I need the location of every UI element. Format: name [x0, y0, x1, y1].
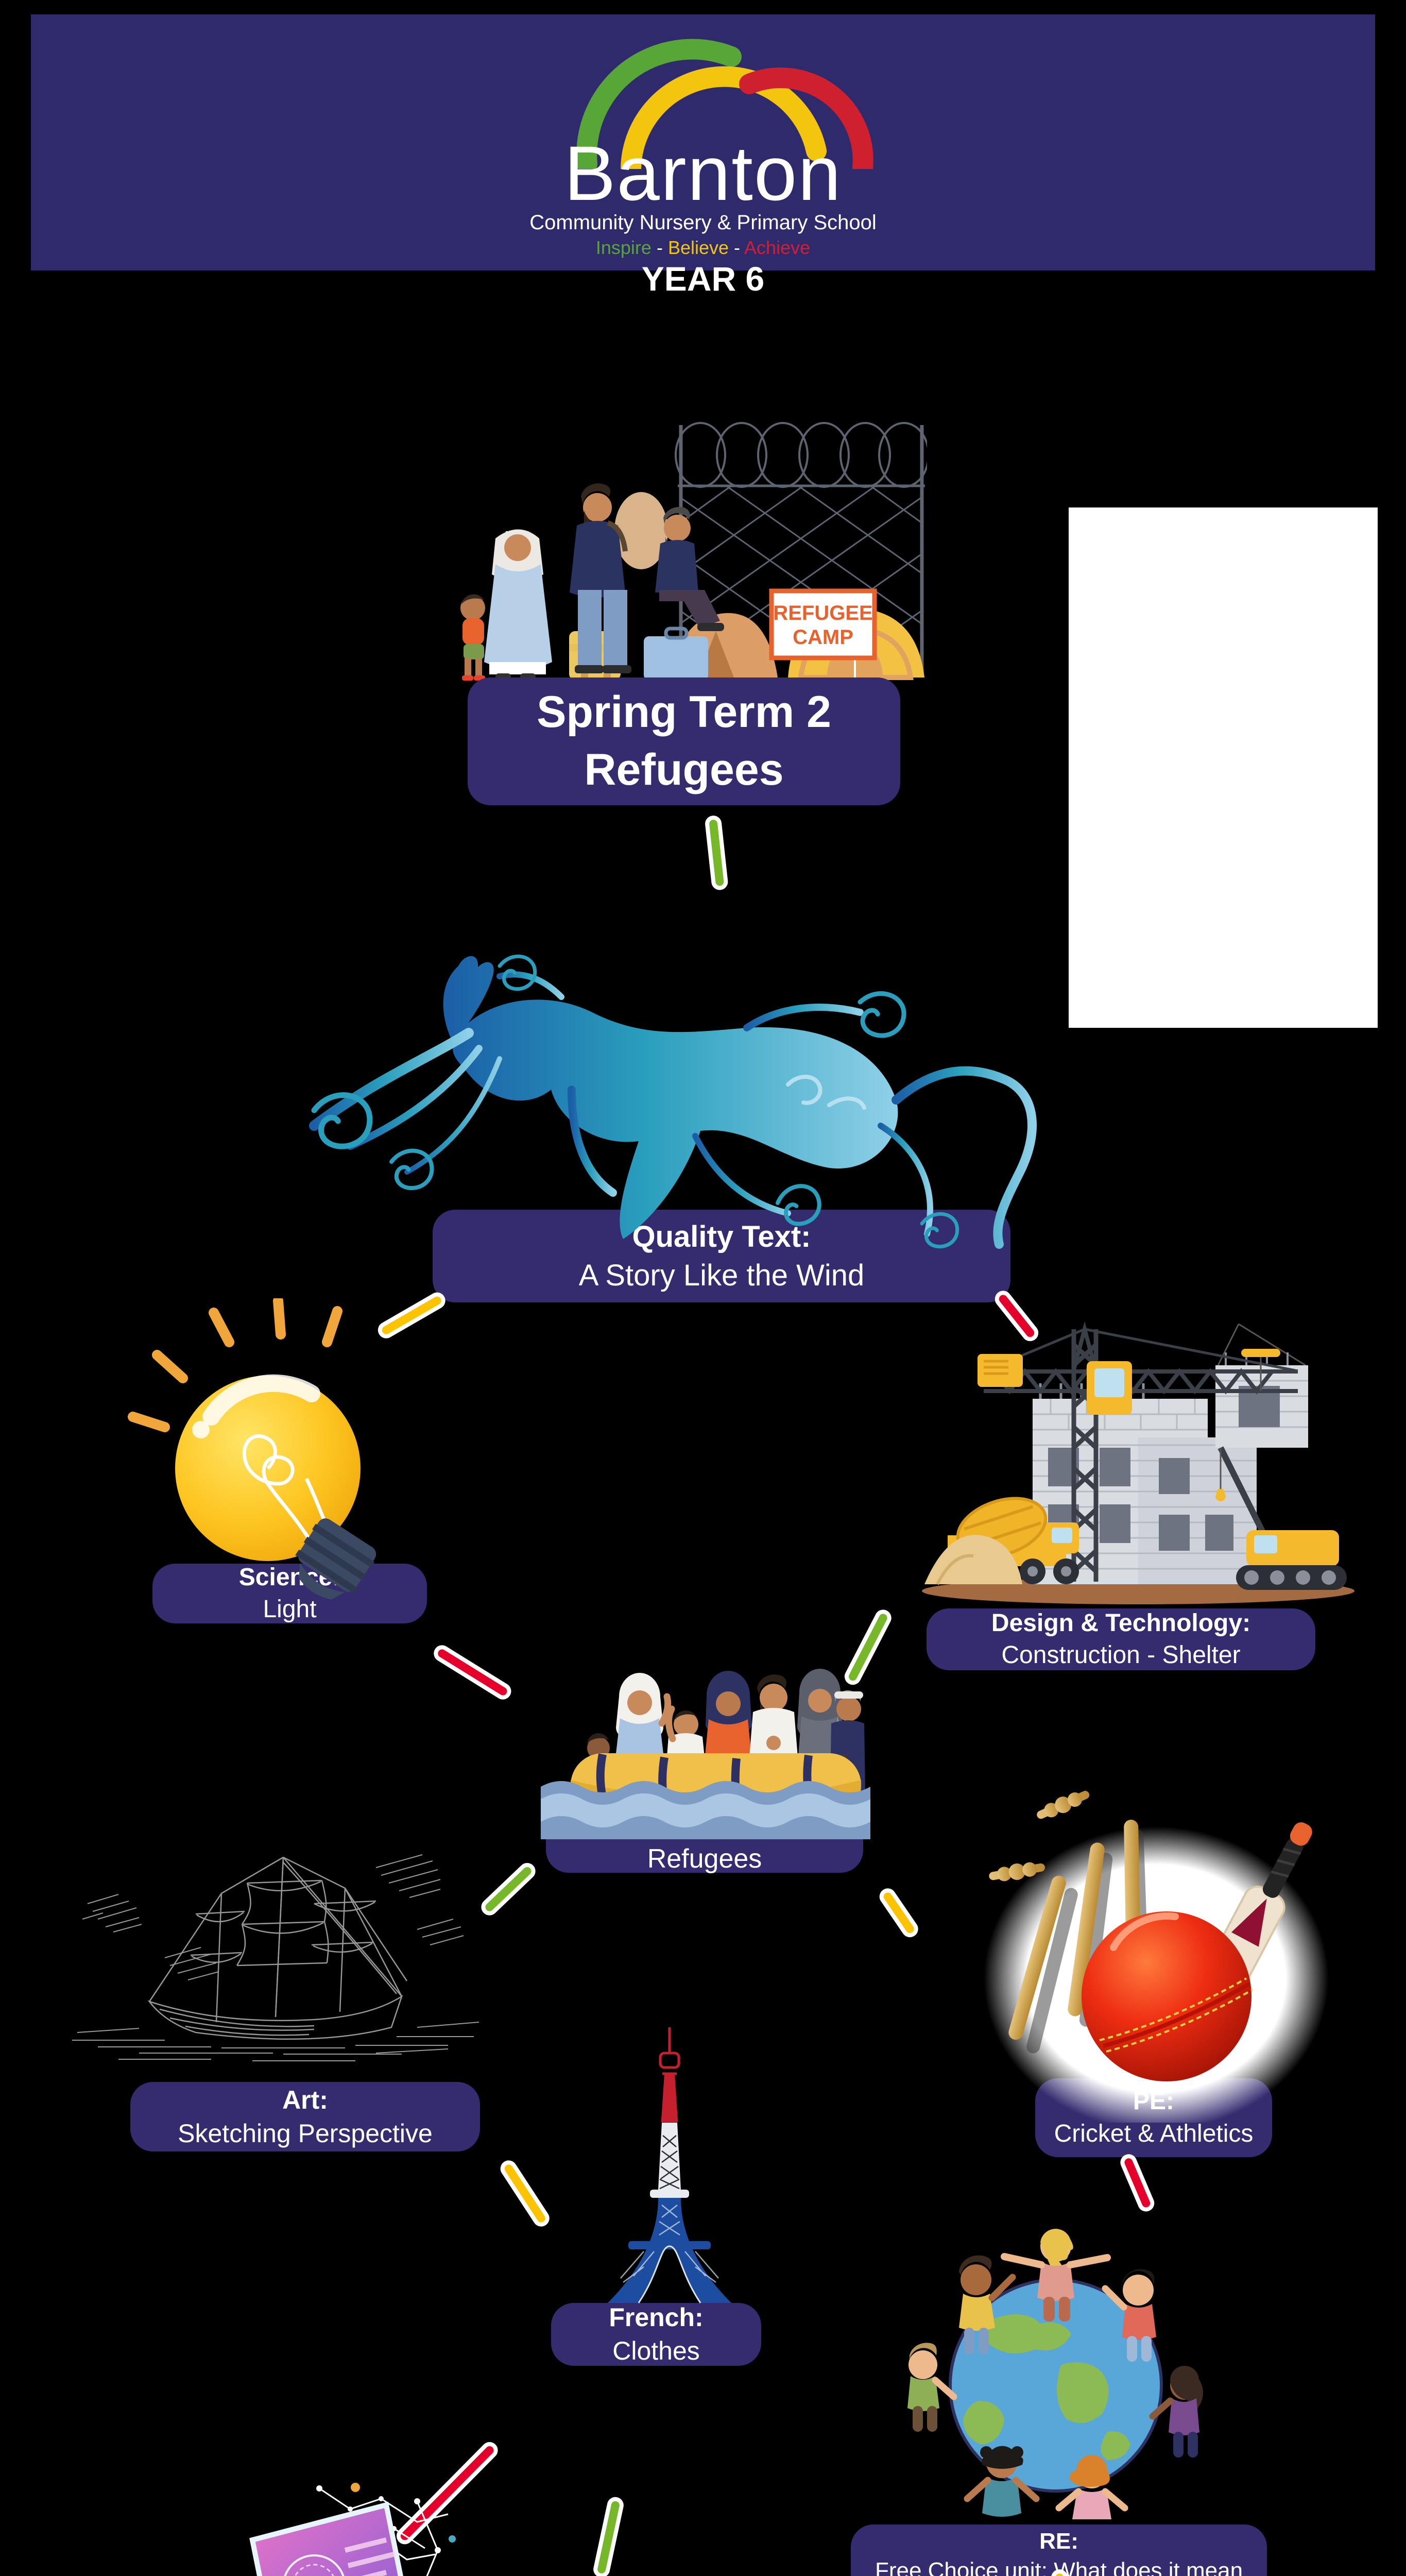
connector-history-pe	[876, 1885, 921, 1941]
connector-spring-quality	[704, 815, 729, 891]
blank-white-panel	[1069, 507, 1378, 1028]
light-bulb-illustration	[128, 1298, 376, 1600]
school-motto: Inspire - Believe - Achieve	[595, 237, 811, 258]
connector-art-french	[497, 2157, 553, 2230]
connector-science-history	[431, 1642, 515, 1703]
ship-sketch-illustration	[72, 1854, 479, 2061]
subject-box-science: Science: Light	[152, 1564, 427, 1623]
laptop-illustration	[249, 2483, 456, 2576]
school-name: Barnton	[564, 130, 842, 216]
horse-illustration	[309, 904, 1037, 1249]
subject-box-quality-text: Quality Text: A Story Like the Wind	[433, 1210, 1010, 1302]
waves-illustration	[541, 1781, 870, 1839]
subject-box-re: RE: Free Choice unit: What does it mean …	[851, 2524, 1267, 2576]
connector-french-music	[592, 2495, 625, 2576]
refugee-child	[460, 594, 485, 681]
children	[907, 2229, 1204, 2519]
subject-box-dt: Design & Technology: Construction - Shel…	[927, 1608, 1315, 1670]
eiffel-tower-illustration	[608, 2027, 731, 2303]
subject-box-art: Art: Sketching Perspective	[130, 2082, 480, 2151]
topic-box-spring-term: Spring Term 2 Refugees	[468, 677, 900, 805]
year-title: YEAR 6	[641, 260, 765, 298]
refugee-father	[570, 483, 668, 673]
children-around-globe-illustration	[907, 2229, 1204, 2519]
construction-illustration	[922, 1321, 1354, 1604]
refugee-camp-illustration: REFUGEE CAMP	[460, 422, 927, 681]
svg-text:REFUGEE: REFUGEE	[773, 602, 872, 624]
cricket-illustration	[984, 1791, 1329, 2123]
svg-text:CAMP: CAMP	[793, 626, 853, 649]
refugee-mother	[484, 529, 552, 681]
refugee-sitting-man	[655, 506, 724, 631]
rainbow-logo-icon	[576, 39, 873, 169]
refugee-camp-sign: REFUGEE CAMP	[769, 588, 877, 660]
school-subtitle: Community Nursery & Primary School	[529, 211, 877, 234]
subject-box-french: French: Clothes	[551, 2303, 761, 2366]
header-banner: Barnton Community Nursery & Primary Scho…	[31, 14, 1375, 298]
